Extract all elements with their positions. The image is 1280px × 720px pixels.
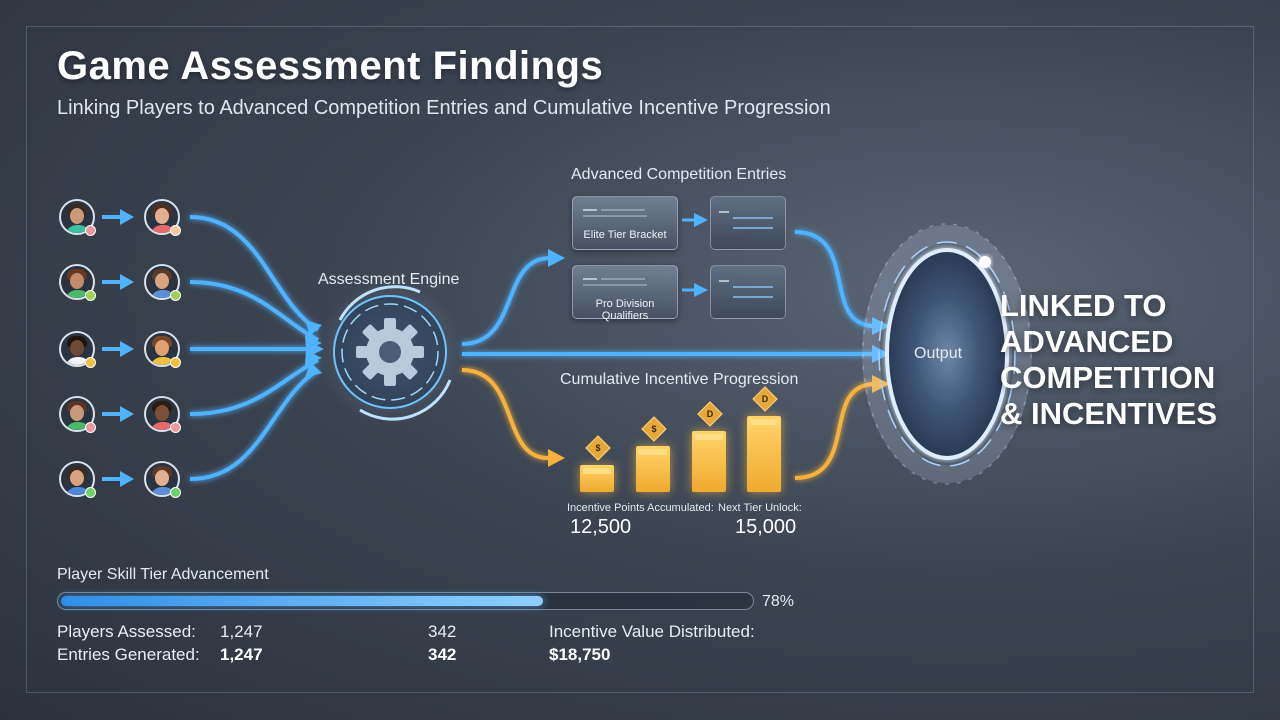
flow-line (189, 358, 319, 416)
stat-value: 342 (428, 645, 457, 664)
entry-card-elite[interactable]: Elite Tier Bracket (572, 196, 678, 250)
arrowhead (548, 249, 565, 267)
next-tier-label: Next Tier Unlock: (718, 502, 802, 514)
player-avatar[interactable] (59, 396, 95, 432)
arrowhead (548, 449, 565, 467)
entry-detail-card[interactable] (710, 265, 786, 319)
incentive-flow (461, 368, 549, 460)
flow-line (189, 280, 319, 342)
competition-label: Advanced Competition Entries (571, 166, 787, 183)
engine-label: Assessment Engine (318, 271, 460, 288)
arrowhead (872, 345, 890, 363)
stat-label: Players Assessed: (57, 622, 196, 641)
stat-label: Entries Generated: (57, 645, 200, 664)
points-value: 12,500 (570, 516, 632, 538)
converging-flows (189, 215, 320, 481)
flow-line (461, 368, 549, 460)
bar-cap (695, 434, 723, 440)
arrow-right-icon (102, 341, 134, 357)
gear-icon (356, 318, 424, 386)
status-badge (85, 487, 96, 498)
arrowhead (694, 213, 708, 227)
entry-card-label: Elite Tier Bracket (583, 229, 667, 241)
page-subtitle: Linking Players to Advanced Competition … (57, 97, 831, 119)
engine-outputs (461, 256, 875, 356)
bar-cap (750, 419, 778, 425)
flow-line (189, 215, 320, 332)
status-badge (85, 422, 96, 433)
headline-line: & INCENTIVES (1000, 396, 1218, 431)
status-badge (85, 225, 96, 236)
incentive-bar (747, 416, 781, 492)
entry-detail-card[interactable] (710, 196, 786, 250)
incentive-value: $18,750 (549, 645, 611, 664)
next-tier-value: 15,000 (735, 516, 797, 538)
progress-percent: 78% (762, 593, 795, 610)
player-avatar[interactable] (144, 396, 180, 432)
status-badge (85, 357, 96, 368)
entry-card-label: Pro Division Qualifiers (595, 298, 655, 322)
incentive-label: Cumulative Incentive Progression (560, 371, 799, 388)
headline-line: LINKED TO (1000, 288, 1167, 323)
arrow-right-icon (102, 471, 134, 487)
player-avatar[interactable] (144, 331, 180, 367)
page-title: Game Assessment Findings (57, 44, 604, 88)
advancement-progress-bar (57, 592, 754, 610)
incentive-bar (692, 431, 726, 492)
stat-value: 342 (428, 622, 457, 641)
stat-value: 1,247 (220, 622, 263, 641)
headline-line: ADVANCED (1000, 324, 1174, 359)
player-avatar[interactable] (59, 199, 95, 235)
incentive-value-label: Incentive Value Distributed: (549, 622, 755, 641)
player-avatar[interactable] (59, 264, 95, 300)
stat-value: 1,247 (220, 645, 263, 664)
status-badge (170, 422, 181, 433)
flow-line (189, 368, 320, 481)
output-headline: LINKED TO ADVANCED COMPETITION & INCENTI… (1000, 288, 1217, 432)
points-label: Incentive Points Accumulated: (567, 502, 714, 514)
output-portal (862, 223, 1032, 485)
arrow-right-icon (102, 209, 134, 225)
arrow-right-icon (102, 274, 134, 290)
status-badge (170, 487, 181, 498)
bar-cap (639, 449, 667, 455)
converging-arrowheads (305, 320, 324, 378)
entry-card-pro[interactable]: Pro Division Qualifiers (572, 265, 678, 322)
panel-frame (26, 26, 1254, 693)
advancement-label: Player Skill Tier Advancement (57, 566, 269, 583)
status-badge (85, 290, 96, 301)
headline-line: COMPETITION (1000, 360, 1216, 395)
output-label: Output (914, 345, 963, 362)
arrowhead (694, 283, 708, 297)
flow-line (461, 256, 551, 346)
bar-cap (583, 468, 611, 474)
progress-fill (61, 596, 543, 606)
status-badge (170, 357, 181, 368)
assessment-engine (318, 280, 462, 424)
arrow-right-icon (102, 406, 134, 422)
status-badge (170, 225, 181, 236)
status-badge (170, 290, 181, 301)
player-avatar[interactable] (144, 199, 180, 235)
